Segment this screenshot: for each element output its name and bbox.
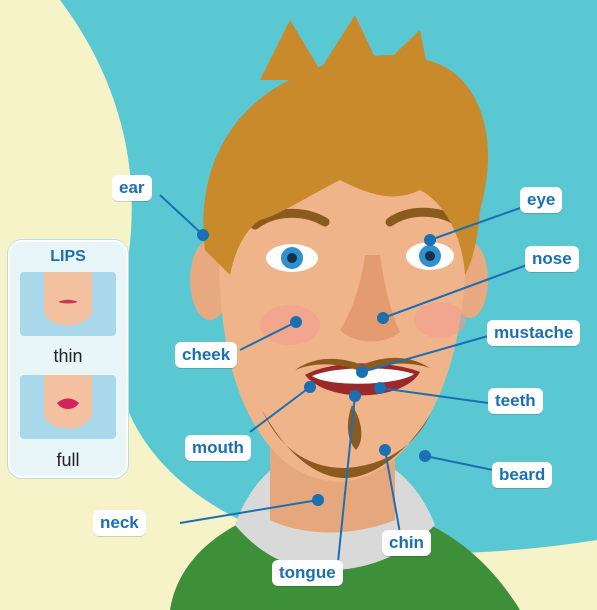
label-mustache: mustache <box>487 320 580 346</box>
label-teeth: teeth <box>488 388 543 414</box>
mustache-dot <box>357 367 367 377</box>
label-cheek: cheek <box>175 342 237 368</box>
beard-dot <box>420 451 430 461</box>
thin-lips-image <box>20 272 116 336</box>
right-pupil <box>425 251 435 261</box>
label-eye: eye <box>520 187 562 213</box>
label-mouth: mouth <box>185 435 251 461</box>
cheek-dot <box>291 317 301 327</box>
label-ear: ear <box>112 175 152 201</box>
label-beard: beard <box>492 462 552 488</box>
tongue-dot <box>350 391 360 401</box>
lips-panel-title: LIPS <box>10 248 126 266</box>
ear-dot <box>198 230 208 240</box>
full-lips-image <box>20 375 116 439</box>
chin-dot <box>380 445 390 455</box>
ear-leader <box>160 195 203 235</box>
beard-leader <box>425 456 493 470</box>
teeth-dot <box>375 383 385 393</box>
eye-dot <box>425 235 435 245</box>
left-pupil <box>287 253 297 263</box>
label-tongue: tongue <box>272 560 343 586</box>
cheek-blush-right <box>414 302 466 338</box>
full-lips-caption: full <box>10 450 126 471</box>
thin-lips-caption: thin <box>10 346 126 367</box>
mouth-dot <box>305 382 315 392</box>
hair-spikes <box>260 15 430 80</box>
label-chin: chin <box>382 530 431 556</box>
nose-dot <box>378 313 388 323</box>
label-nose: nose <box>525 246 579 272</box>
label-neck: neck <box>93 510 146 536</box>
neck-dot <box>313 495 323 505</box>
lips-panel: LIPS thin full <box>8 240 128 478</box>
